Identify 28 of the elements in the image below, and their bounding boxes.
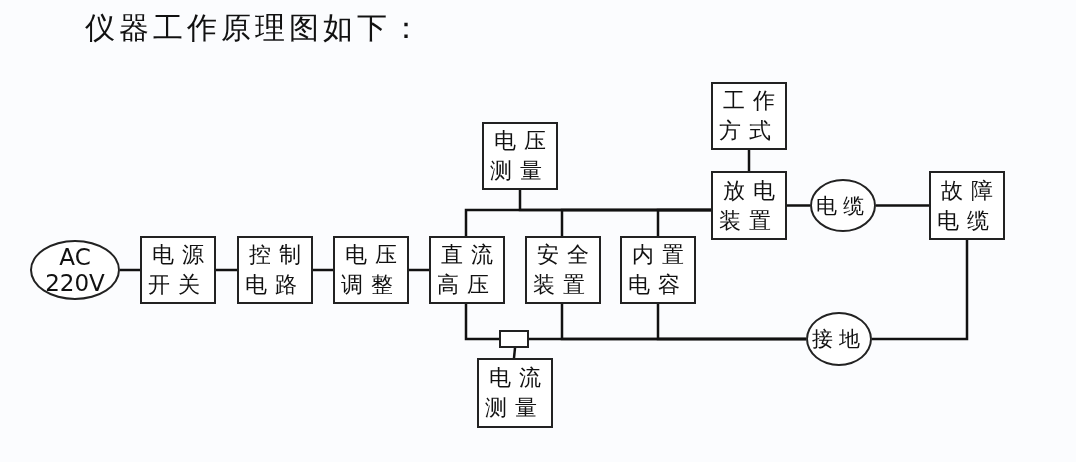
process-box: 控制电路 <box>237 236 313 304</box>
process-box: 工作方式 <box>711 82 787 150</box>
connector-line <box>872 240 969 341</box>
ellipse-node: 接地 <box>806 312 872 366</box>
connector-line <box>216 268 237 272</box>
process-box: 电压调整 <box>333 236 409 304</box>
connector-line <box>464 304 499 341</box>
connector-line <box>876 204 929 207</box>
connector-line <box>656 304 806 341</box>
connector-line <box>747 150 751 171</box>
process-box: 故障电缆 <box>929 171 1005 240</box>
connector-line <box>512 347 517 359</box>
process-box: 内置电容 <box>620 236 696 304</box>
process-box: 电流测量 <box>477 358 553 428</box>
ellipse-node: AC 220V <box>30 240 120 300</box>
process-box: 安全装置 <box>525 236 601 304</box>
connector-box <box>499 330 529 348</box>
connector-line <box>787 204 810 207</box>
process-box: 电压测量 <box>482 122 558 190</box>
process-box: 放电装置 <box>711 171 787 240</box>
connector-line <box>409 268 429 272</box>
connector-line <box>313 268 333 272</box>
title: 仪器工作原理图如下： <box>85 9 425 47</box>
connector-line <box>656 208 711 236</box>
process-box: 电源开关 <box>140 236 216 304</box>
process-box: 直流高压 <box>429 236 505 304</box>
ellipse-node: 电缆 <box>810 179 876 232</box>
connector-line <box>120 268 140 272</box>
